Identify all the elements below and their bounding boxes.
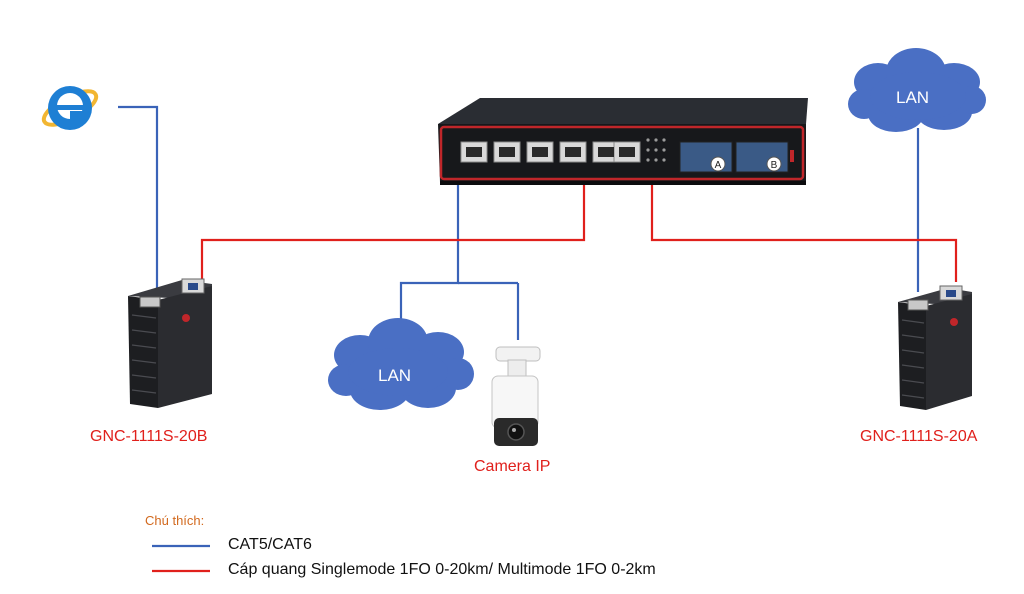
cat-cable-lines <box>118 105 920 340</box>
fiber-cable-lines <box>200 180 958 282</box>
media-converter-icon <box>898 285 972 410</box>
lan-cloud-icon <box>328 318 474 410</box>
cat-line-browser-converter <box>118 105 159 290</box>
converter-right-label: GNC-1111S-20A <box>860 428 978 445</box>
svg-text:B: B <box>771 160 778 171</box>
cat-line-switch-camera <box>399 182 460 340</box>
legend-item-cat: CAT5/CAT6 <box>228 536 312 553</box>
lan-cloud-icon <box>848 48 986 132</box>
fiber-line-left <box>200 180 586 282</box>
media-converter-icon <box>128 278 212 408</box>
lan-left-label: LAN <box>378 366 412 385</box>
ethernet-switch-icon: A B <box>438 98 808 185</box>
legend-title: Chú thích: <box>145 513 205 528</box>
internet-explorer-icon <box>41 86 99 130</box>
fiber-line-right <box>650 180 958 282</box>
ip-camera-icon <box>491 346 541 446</box>
svg-text:A: A <box>715 160 722 171</box>
camera-label: Camera IP <box>474 458 551 475</box>
converter-left-label: GNC-1111S-20B <box>90 428 208 445</box>
legend-item-fiber: Cáp quang Singlemode 1FO 0-20km/ Multimo… <box>228 561 656 578</box>
lan-right-label: LAN <box>896 88 930 107</box>
